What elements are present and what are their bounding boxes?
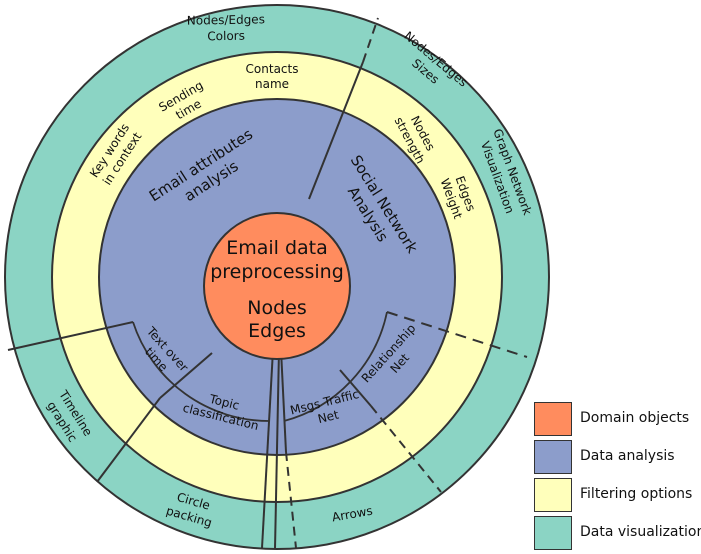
svg-text:Contacts: Contacts [246,62,299,76]
center-label-email-data: Email data [226,237,328,259]
divider-right-dashed [386,311,528,358]
divider-left-horizontal [7,321,134,351]
legend-item-filtering: Filtering options [534,478,700,516]
divider-bottom-center-dashed [285,451,297,549]
svg-text:Nodes/Edges: Nodes/Edges [187,12,265,27]
legend: Domain objects Data analysis Filtering o… [534,402,701,554]
analysis-inner-arc-left [132,321,271,422]
legend-label-visualization: Data visualization [580,524,701,540]
nodes-edges-colors-label: Nodes/Edges Colors [187,12,265,44]
center-label-preprocessing: preprocessing [210,261,344,283]
legend-item-analysis: Data analysis [534,440,700,478]
legend-label-filtering: Filtering options [580,486,693,502]
legend-swatch-analysis [534,440,572,474]
svg-text:Colors: Colors [207,29,245,44]
svg-text:Net: Net [316,407,340,426]
divider-left-lower [96,397,161,483]
divider-text-topic [159,352,213,399]
divider-bottom-left2 [274,349,280,550]
divider-lower-right-dashed [370,405,442,493]
divider-bottom-left [261,349,274,549]
contacts-name-label: Contacts name [246,62,299,91]
legend-item-visualization: Data visualization [534,516,701,554]
legend-swatch-domain [534,402,572,436]
legend-swatch-visualization [534,516,572,550]
divider-bottom-center [280,349,287,453]
divider-top-right-dashed [362,17,379,63]
svg-text:name: name [255,77,289,91]
divider-msgs-relationship [339,369,372,407]
analysis-inner-arc-right [283,311,388,422]
center-label-nodes: Nodes [247,297,307,319]
domain-objects-circle [203,212,351,360]
legend-swatch-filtering [534,478,572,512]
center-label-edges: Edges [248,320,306,342]
legend-item-domain: Domain objects [534,402,700,440]
divider-top-right [308,61,364,200]
legend-label-analysis: Data analysis [580,448,675,464]
legend-label-domain: Domain objects [580,410,690,426]
